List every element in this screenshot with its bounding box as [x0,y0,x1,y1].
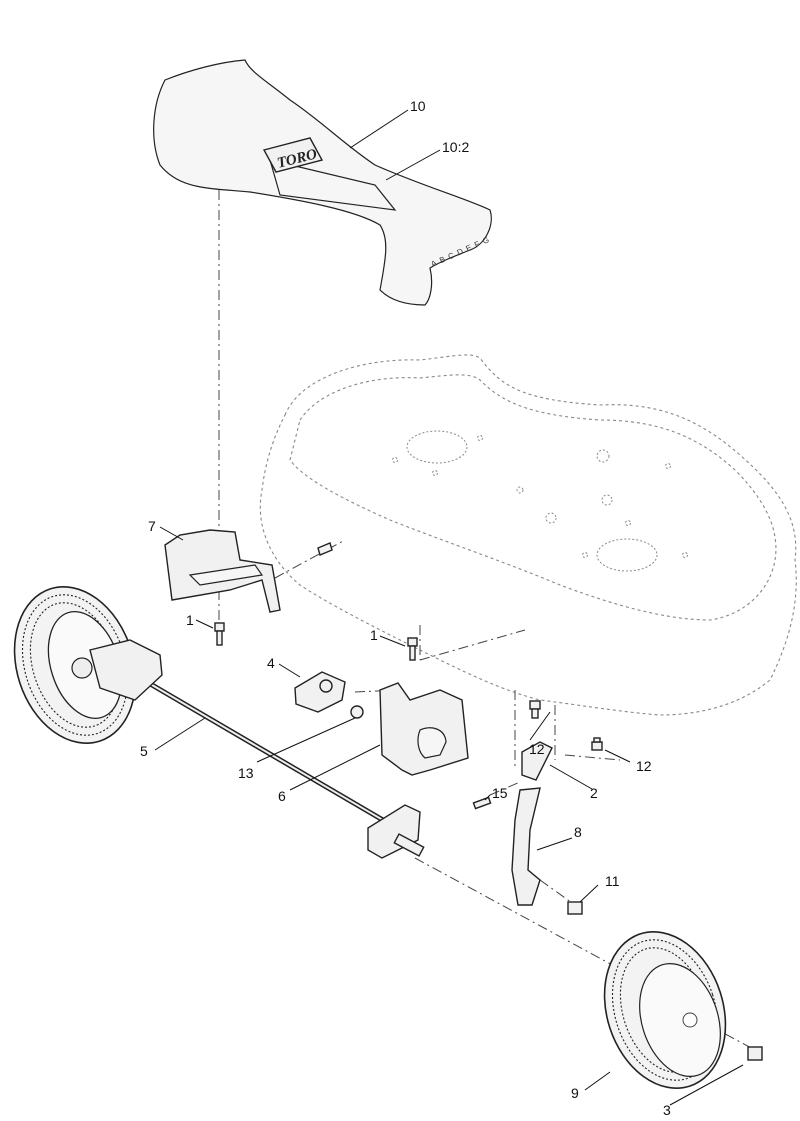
callout-5: 5 [140,743,148,759]
pivot-pin [317,542,333,556]
callout-9: 9 [571,1085,579,1101]
callout-8: 8 [574,824,582,840]
leader-lines [154,109,744,1106]
callout-7: 7 [148,518,156,534]
screw-15 [472,796,492,810]
callout-10: 10 [410,98,426,114]
callout-3: 3 [663,1102,671,1118]
height-adjust-arm [511,787,541,906]
pivot-block [294,671,346,713]
wheel-right [603,931,727,1089]
callout-12-left: 12 [529,741,545,757]
spacer-2 [521,741,553,781]
mower-deck-outline [259,354,797,716]
rear-axle [133,672,425,859]
callout-10-2: 10:2 [442,139,469,155]
bolt-1-left [214,622,225,646]
bolt-12-right [591,737,603,751]
height-adjust-bracket-left [164,529,281,613]
callout-13: 13 [238,765,254,781]
callout-labels: 10 10:2 7 1 1 4 5 13 6 12 12 2 15 8 11 9… [140,98,671,1118]
callout-1-right: 1 [370,627,378,643]
callout-4: 4 [267,655,275,671]
callout-12-right: 12 [636,758,652,774]
callout-6: 6 [278,788,286,804]
callout-2: 2 [590,785,598,801]
callout-11: 11 [605,873,620,889]
callout-1-left: 1 [186,612,194,628]
bolt-1-right [407,637,418,661]
height-adjust-plate [379,682,469,776]
nut-3 [747,1046,763,1061]
wheel-left [13,586,163,744]
bolt-12-left [529,700,541,719]
nut-11 [567,901,583,915]
nut-13 [350,705,364,719]
callout-15: 15 [492,785,508,801]
assembly-center-lines [218,190,756,1051]
handle-cover [153,59,492,306]
